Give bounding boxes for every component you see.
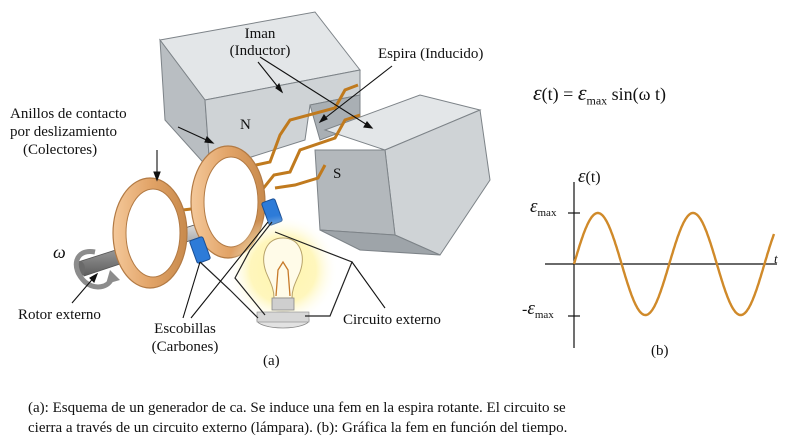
graph-y-label: ε(t) [578, 166, 601, 188]
external-circuit-wires [199, 221, 353, 319]
slip-ring-front [112, 177, 188, 289]
label-anillos-2: por deslizamiento [10, 124, 118, 140]
label-circuito: Circuito externo [343, 312, 441, 328]
label-anillos-3: (Colectores) [23, 142, 98, 158]
eq-lhs-arg: (t) = [541, 84, 578, 104]
north-magnet [159, 11, 361, 172]
leader-lines [71, 56, 393, 319]
label-anillos-1: Anillos de contacto [10, 106, 127, 122]
graph-y-symbol: ε [578, 166, 586, 187]
omega-label: ω [53, 242, 66, 262]
graph-y-arg: (t) [585, 169, 601, 186]
label-inductor: (Inductor) [229, 43, 291, 59]
eq-rhs-symbol: ε [577, 80, 587, 105]
graph-min-label: -εmax [522, 298, 554, 321]
graph-max-label: εmax [530, 196, 556, 219]
pole-n-label: N [240, 117, 251, 133]
eq-rhs-func: sin(ω t) [607, 84, 666, 104]
graph-min-sub: max [534, 309, 554, 322]
emf-graph [545, 182, 777, 348]
emf-equation: ε(t) = εmax sin(ω t) [533, 80, 666, 109]
rotation-arrow [73, 249, 120, 290]
graph-max-symbol: ε [530, 196, 538, 217]
south-magnet [314, 94, 491, 256]
figure-caption: (a): Esquema de un generador de ca. Se i… [28, 398, 768, 438]
label-espira: Espira (Inducido) [378, 46, 484, 62]
lamp [228, 215, 338, 329]
graph-max-sub: max [537, 207, 557, 220]
label-rotor: Rotor externo [18, 307, 101, 323]
eq-rhs-sub: max [586, 93, 608, 108]
caption-line-2: cierra a través de un circuito externo (… [28, 420, 568, 436]
pole-s-label: S [333, 166, 342, 182]
panel-b-label: (b) [651, 343, 669, 359]
panel-a-label: (a) [263, 353, 280, 369]
brush-front [189, 236, 211, 264]
emf-curve [572, 211, 776, 317]
label-escobillas-1: Escobillas [154, 321, 216, 337]
eq-lhs-symbol: ε [533, 80, 542, 105]
graph-min-prefix: - [522, 301, 528, 318]
graph-min-symbol: ε [527, 298, 535, 319]
graph-x-label: t [774, 251, 778, 266]
label-iman: Iman [244, 26, 276, 42]
caption-line-1: (a): Esquema de un generador de ca. Se i… [28, 400, 566, 416]
label-escobillas-2: (Carbones) [151, 339, 219, 355]
